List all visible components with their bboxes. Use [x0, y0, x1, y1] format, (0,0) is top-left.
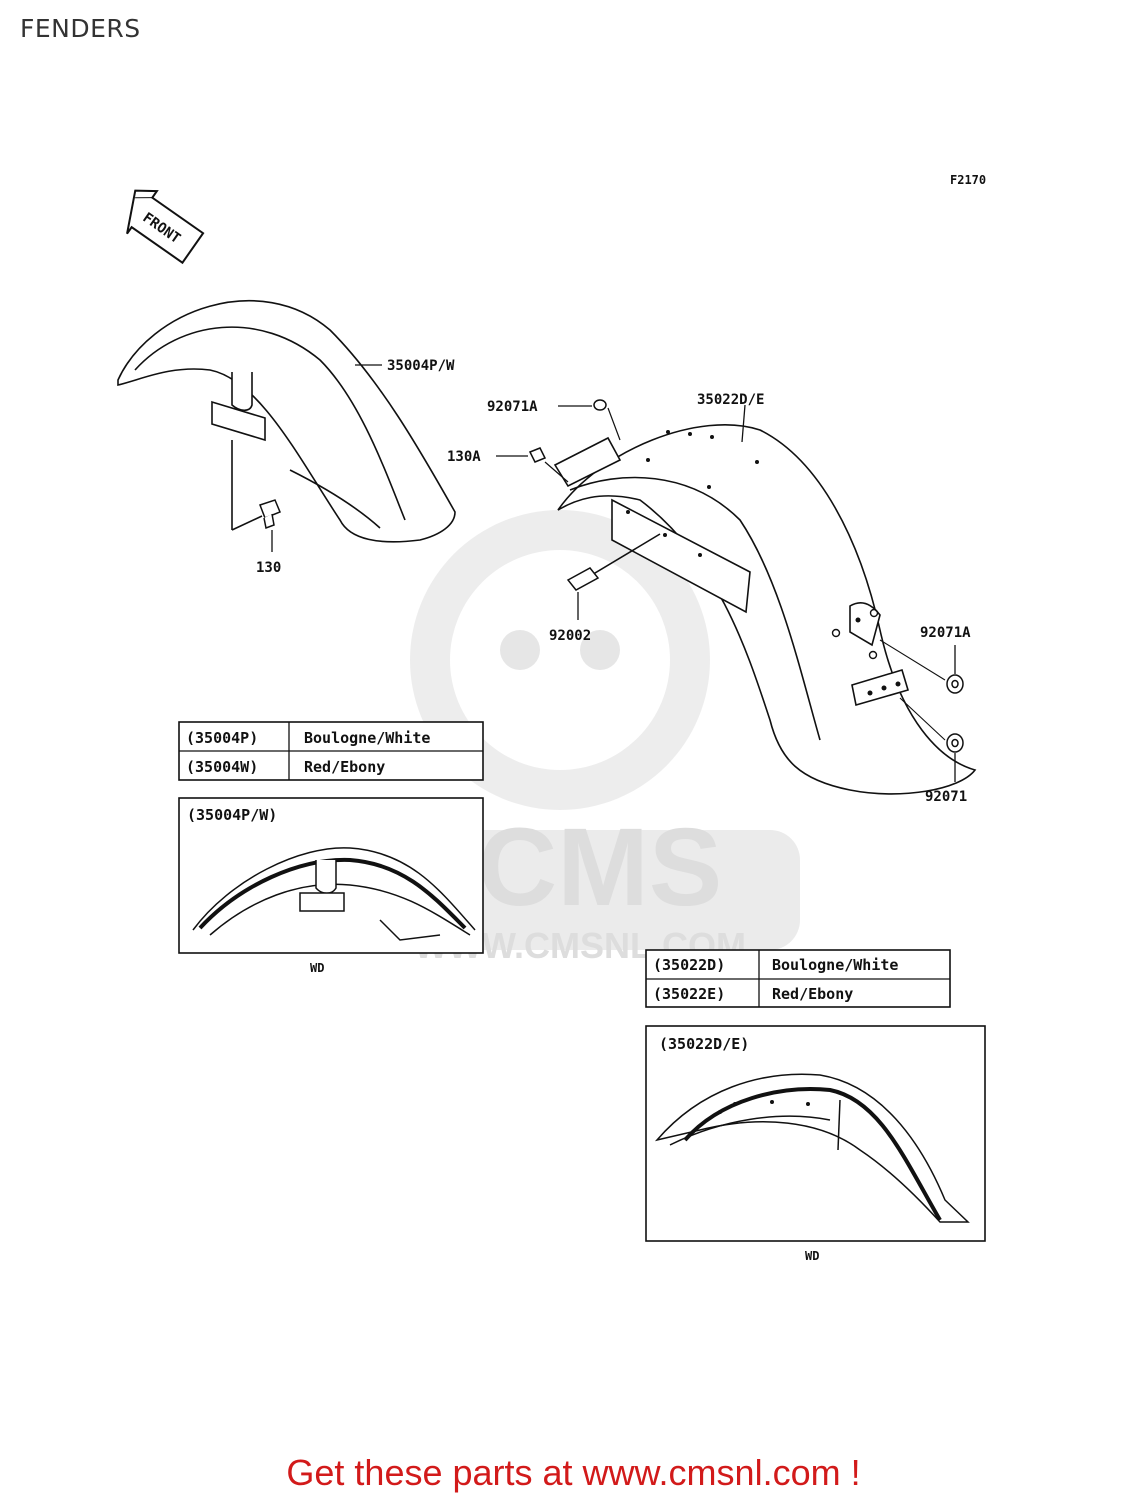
rear-inset: (35022D/E) — [645, 1025, 986, 1242]
callout-front-bolt: 130 — [256, 560, 281, 576]
rear-color-code: (35022D) — [653, 956, 725, 974]
front-color-name: Red/Ebony — [304, 758, 385, 776]
rear-color-code: (35022E) — [653, 985, 725, 1003]
callout-upper-nut: 92071A — [487, 399, 538, 415]
rear-fender — [553, 424, 977, 795]
page-title: FENDERS — [20, 14, 141, 43]
front-inset: (35004P/W) — [178, 797, 484, 954]
rear-fender-hole-rings — [831, 608, 879, 660]
rear-color-table: (35022D) Boulogne/White (35022E) Red/Ebo… — [645, 949, 951, 1008]
front-arrow-icon: FRONT — [126, 189, 205, 265]
front-color-code: (35004P) — [186, 729, 258, 747]
rear-color-name: Boulogne/White — [772, 956, 898, 974]
rear-color-name: Red/Ebony — [772, 985, 853, 1003]
promo-link[interactable]: Get these parts at www.cmsnl.com ! — [286, 1452, 861, 1493]
upper-bolt-icon — [528, 447, 547, 463]
front-color-name: Boulogne/White — [304, 729, 430, 747]
front-inset-title: (35004P/W) — [187, 806, 277, 824]
front-fender — [117, 299, 456, 543]
callout-lower-nut: 92071 — [925, 789, 967, 805]
watermark-brand: CMS — [478, 806, 722, 929]
lower-nut-icon — [946, 733, 964, 753]
upper-nut-icon — [593, 399, 607, 411]
callout-front-fender: 35004P/W — [387, 358, 455, 374]
callout-side-nut: 92071A — [920, 625, 971, 641]
callout-rear-fender: 35022D/E — [697, 392, 764, 408]
callout-rear-bolt: 92002 — [549, 628, 591, 644]
diagram-code: F2170 — [950, 173, 986, 187]
rear-inset-caption: WD — [805, 1249, 819, 1263]
side-nut-icon — [946, 674, 964, 694]
callout-upper-bolt: 130A — [447, 449, 481, 465]
front-color-table: (35004P) Boulogne/White (35004W) Red/Ebo… — [178, 721, 484, 781]
front-fender-bolt-icon — [259, 499, 281, 530]
front-inset-caption: WD — [310, 961, 324, 975]
front-color-code: (35004W) — [186, 758, 258, 776]
rear-fender-holes — [626, 430, 901, 696]
rear-inset-title: (35022D/E) — [659, 1035, 749, 1053]
rear-bolt-icon — [566, 567, 600, 591]
